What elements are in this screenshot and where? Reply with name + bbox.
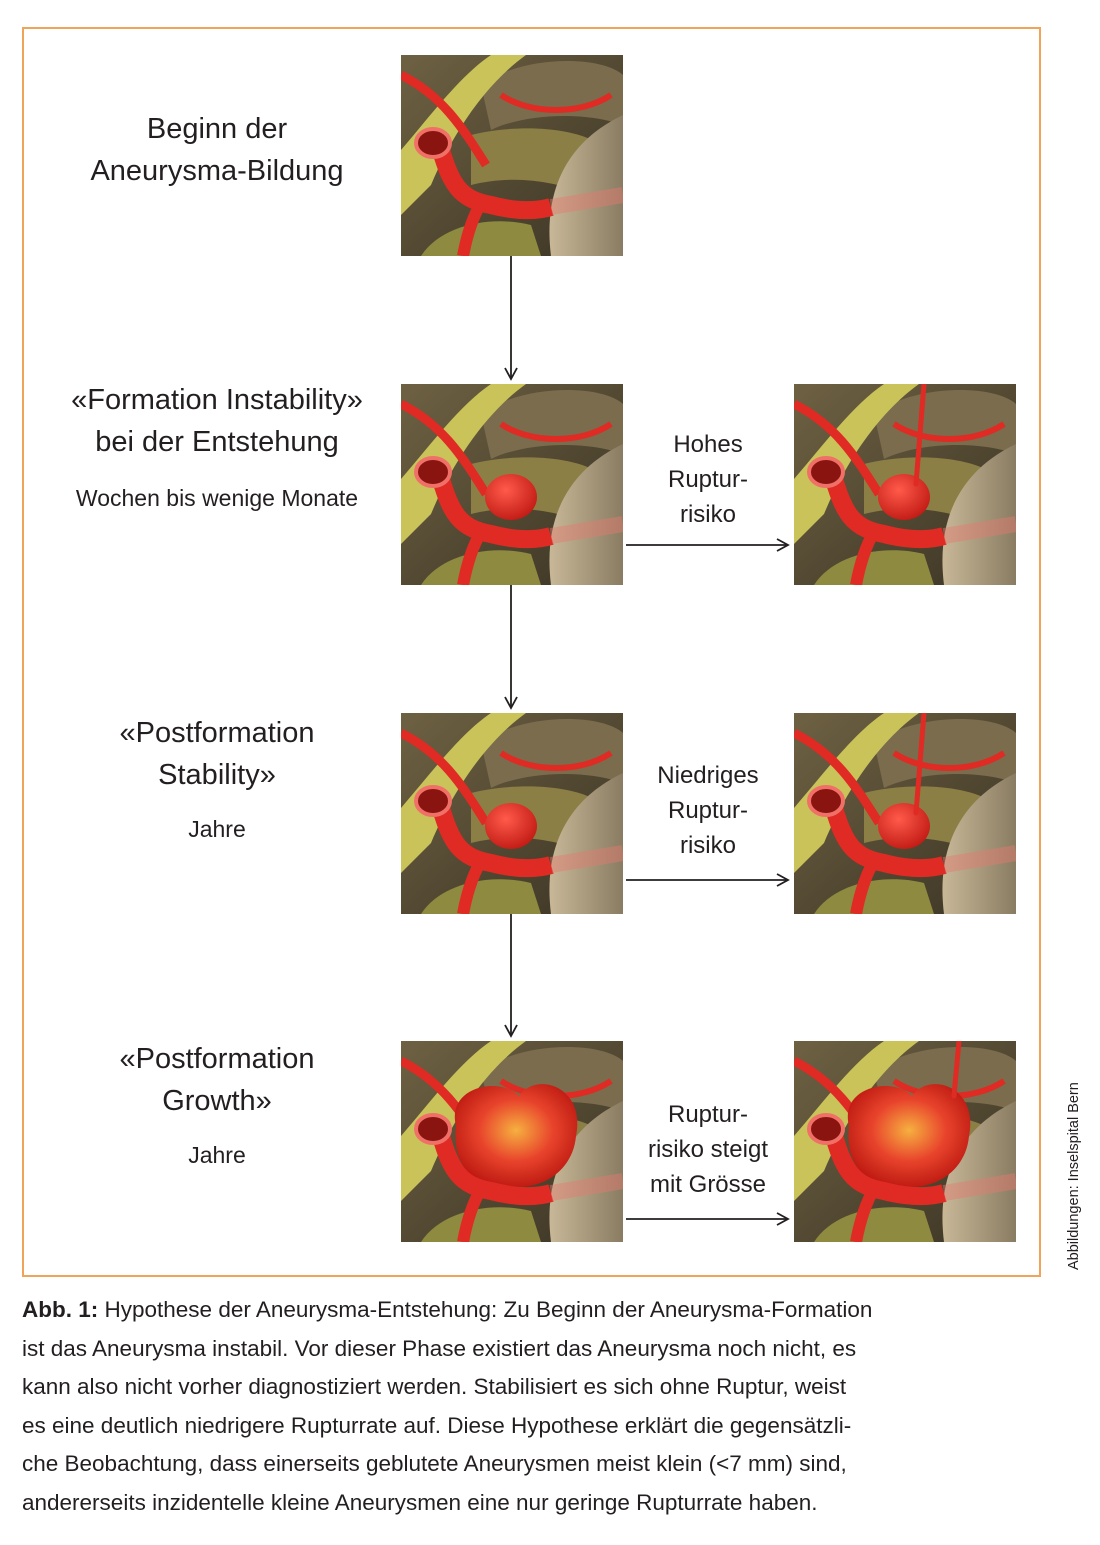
stage-2-title-line-1: «Formation Instability»	[71, 384, 363, 416]
vessel-opening	[414, 456, 452, 488]
stage-3-duration: Jahre	[188, 816, 246, 842]
vessel-opening	[414, 785, 452, 817]
stage-2-title-line-2: bei der Entstehung	[95, 426, 339, 458]
aneurysm	[454, 1084, 578, 1187]
illustration-stage-1	[401, 55, 623, 256]
vessel	[432, 1133, 554, 1206]
rupture-bleed	[913, 713, 927, 816]
risk-low-line-2: Ruptur-	[667, 797, 749, 824]
risk-growth-line-1: Ruptur-	[667, 1101, 749, 1128]
risk-low-line-1: Niedriges	[657, 762, 759, 789]
vessel	[499, 421, 613, 442]
stage-3-title-line-1: «Postformation	[119, 717, 315, 749]
illustration-stage-3	[401, 713, 623, 914]
risk-label-high: Hohes Ruptur- risiko	[608, 427, 808, 532]
nerve	[794, 384, 919, 544]
caption-line-2: ist das Aneurysma instabil. Vor dieser P…	[22, 1335, 857, 1361]
vessel	[850, 528, 880, 585]
vessel	[892, 750, 1006, 771]
stage-4-title-line-2: Growth»	[162, 1085, 272, 1117]
caption-line-3: kann also nicht vorher diagnostiziert we…	[22, 1374, 847, 1400]
vessel	[892, 421, 1006, 442]
vessel	[401, 399, 490, 497]
stage-3-title-line-2: Stability»	[158, 759, 276, 791]
aneurysm	[485, 474, 537, 520]
illustration-stage-2-rupture	[794, 384, 1016, 585]
vessel	[432, 147, 554, 220]
flow-arrows	[504, 256, 790, 1226]
aneurysm	[485, 803, 537, 849]
figure-frame	[22, 27, 1041, 1277]
caption-line-1: Hypothese der Aneurysma-Entstehung: Zu B…	[98, 1297, 873, 1322]
illustration-stage-4	[401, 1041, 623, 1242]
rupture-bleed	[951, 1041, 962, 1099]
risk-high-line-1: Hohes	[673, 431, 743, 458]
image-credit: Abbildungen: Inselspital Bern	[1066, 1082, 1082, 1270]
stage-4-title: «Postformation Growth»	[27, 1038, 407, 1122]
stage-1-title: Beginn der Aneurysma-Bildung	[27, 108, 407, 192]
risk-label-growth: Ruptur- risiko steigt mit Grösse	[608, 1097, 808, 1202]
vessel	[401, 728, 490, 826]
rupture-bleed	[913, 384, 927, 487]
risk-label-low: Niedriges Ruptur- risiko	[608, 758, 808, 863]
risk-growth-line-2: risiko steigt	[647, 1136, 769, 1163]
vessel	[794, 399, 883, 497]
nerve	[794, 713, 919, 873]
vessel	[457, 857, 487, 914]
vessel	[794, 728, 883, 826]
stage-4-duration: Jahre	[188, 1142, 246, 1168]
vessel	[825, 476, 947, 549]
vessel	[825, 805, 947, 878]
stage-1-title-line-1: Beginn der	[146, 113, 288, 145]
vessel-opening	[807, 785, 845, 817]
caption-label: Abb. 1:	[22, 1297, 99, 1322]
nerve	[401, 384, 526, 544]
nerve	[401, 713, 526, 873]
vessel	[432, 805, 554, 878]
vessel-opening	[414, 127, 452, 159]
aneurysm	[847, 1084, 971, 1187]
risk-high-line-3: risiko	[679, 501, 736, 528]
stage-1-title-line-2: Aneurysma-Bildung	[90, 155, 344, 187]
illustration-stage-4-rupture	[794, 1041, 1016, 1242]
nerve	[401, 1041, 526, 1201]
vessel-opening	[414, 1113, 452, 1145]
risk-growth-line-3: mit Grösse	[649, 1171, 766, 1198]
vessel	[457, 1185, 487, 1242]
risk-low-line-3: risiko	[679, 832, 736, 859]
vessel	[401, 70, 490, 168]
caption-line-6: andererseits inzidentelle kleine Aneurys…	[22, 1489, 818, 1515]
risk-high-line-2: Ruptur-	[667, 466, 749, 493]
vessel-opening	[807, 456, 845, 488]
caption-line-4: es eine deutlich niedrigere Rupturrate a…	[22, 1412, 852, 1438]
vessel	[457, 528, 487, 585]
vessel	[850, 1185, 880, 1242]
illustration-stage-3-rupture	[794, 713, 1016, 914]
vessel	[432, 476, 554, 549]
vessel	[825, 1133, 947, 1206]
nerve	[401, 55, 526, 215]
vessel	[850, 857, 880, 914]
stage-4-title-line-1: «Postformation	[119, 1043, 315, 1075]
vessel-opening	[807, 1113, 845, 1145]
stage-2-duration: Wochen bis wenige Monate	[75, 485, 359, 511]
vessel	[499, 750, 613, 771]
vessel	[457, 199, 487, 256]
illustration-stage-2	[401, 384, 623, 585]
figure-caption: Abb. 1: Hypothese der Aneurysma-Entstehu…	[22, 1291, 872, 1523]
vessel	[499, 92, 613, 113]
nerve	[794, 1041, 919, 1201]
stage-3-title: «Postformation Stability»	[27, 712, 407, 796]
caption-line-5: che Beobachtung, dass einerseits geblute…	[22, 1451, 847, 1477]
stage-2-title: «Formation Instability» bei der Entstehu…	[27, 379, 407, 463]
